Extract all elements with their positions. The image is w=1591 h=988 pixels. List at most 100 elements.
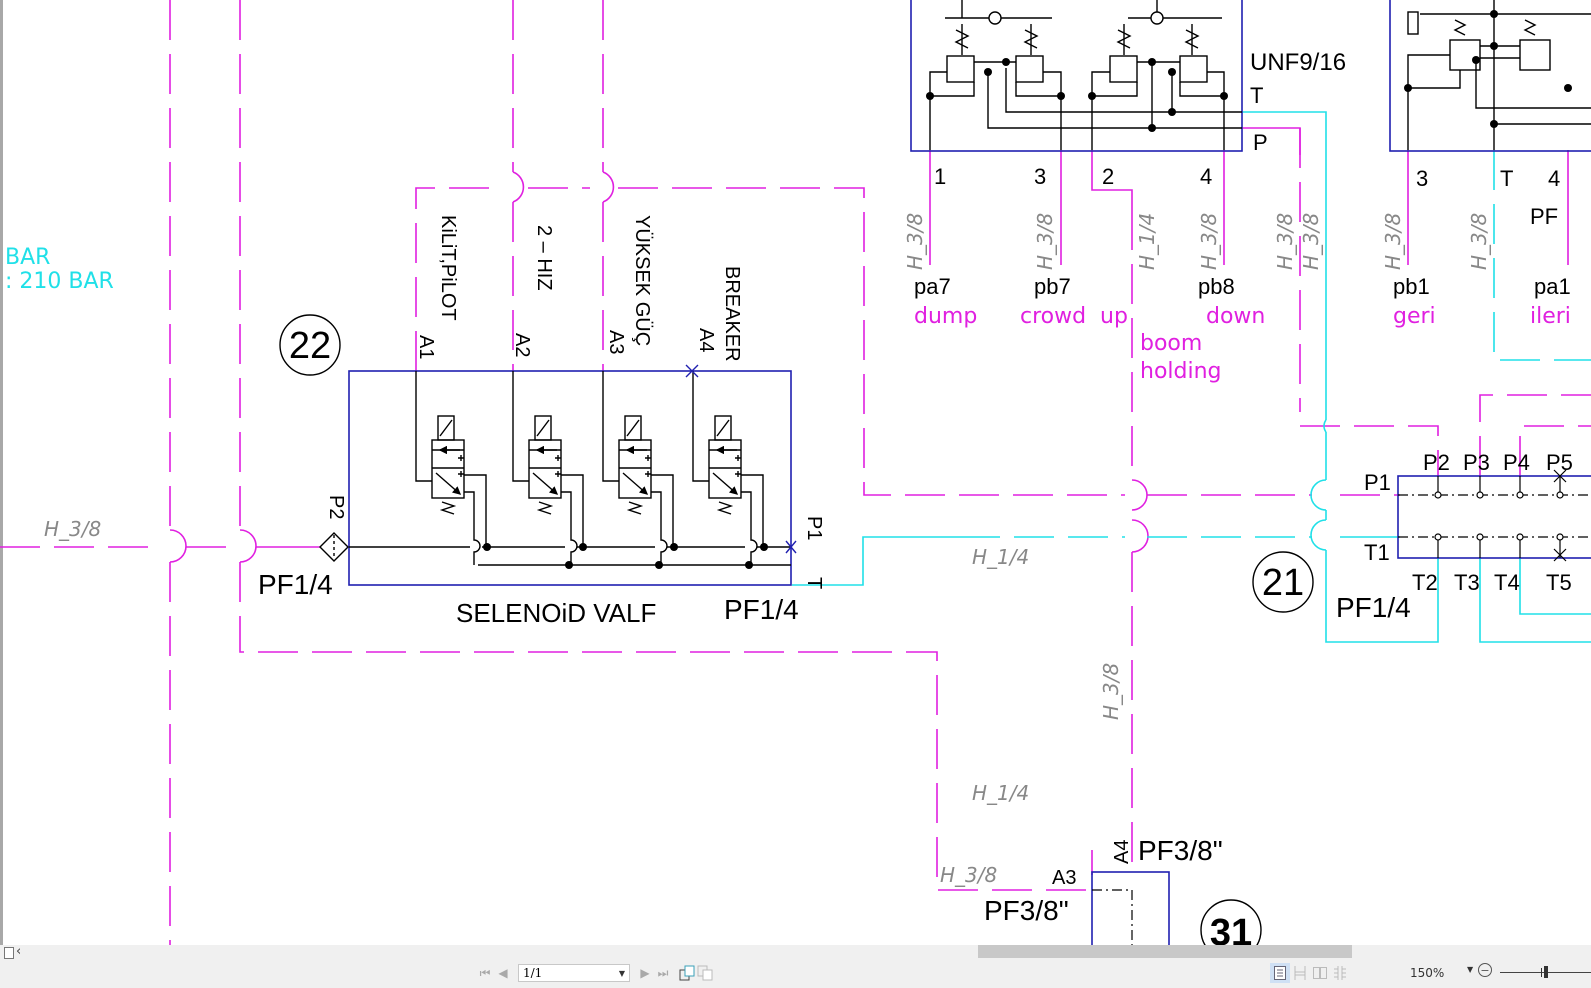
insert-page-button[interactable]	[678, 963, 696, 983]
balloon-21-label: 21	[1262, 562, 1304, 604]
joystick-thread: UNF9/16	[1250, 49, 1346, 76]
valve-symbol-part	[741, 474, 764, 547]
manifold-thread: PF1/4	[1336, 592, 1411, 623]
solenoid-galleries	[349, 364, 797, 566]
manifold-port-t5: T5	[1546, 570, 1572, 595]
next-page-button[interactable]: ▶	[636, 963, 654, 983]
pressure-note-1: BAR	[5, 245, 50, 270]
zoom-level[interactable]: 150%	[1410, 966, 1445, 980]
continuous-view-button[interactable]	[1290, 963, 1310, 983]
manifold-port-p2: P2	[1423, 450, 1450, 475]
output-a3-function: YÜKSEK GÜÇ	[631, 215, 653, 346]
continuous-page-icon	[1294, 966, 1306, 980]
valve-symbol-part	[709, 449, 741, 469]
pilot-code-pb8: pb8	[1198, 274, 1235, 299]
valve-symbol-part	[528, 439, 562, 499]
pilot-line-p3	[1479, 394, 1591, 476]
hose-label: H_3/8	[1033, 213, 1057, 270]
valve-symbol-part	[439, 501, 457, 515]
valve-symbol-part	[622, 472, 649, 495]
two-page-continuous-icon	[1334, 966, 1346, 980]
hose-label: H_3/8	[44, 517, 101, 541]
manifold-galleries	[1092, 494, 1591, 945]
balloon-21	[1252, 551, 1314, 613]
first-page-icon: ⏮	[479, 965, 491, 980]
component-boxes	[348, 0, 1591, 945]
extract-page-icon	[697, 965, 713, 981]
hose-label: H_3/8	[1381, 213, 1405, 270]
previous-page-button[interactable]: ◀	[494, 963, 512, 983]
solenoid-thread-left: PF1/4	[258, 569, 333, 600]
valve-symbol-part	[439, 419, 453, 437]
zoom-dropdown-icon[interactable]: ▼	[1467, 965, 1474, 974]
pilot-function-geri: geri	[1393, 304, 1436, 329]
lower-thread-top: PF3/8"	[1138, 835, 1223, 866]
page-number-field[interactable]: 1/1 ▼	[518, 964, 630, 982]
hose-label: H_3/8	[903, 213, 927, 270]
two-page-icon	[1313, 967, 1327, 979]
horizontal-scrollbar[interactable]: ‹	[0, 944, 1591, 959]
panel-toggle-icon[interactable]	[4, 947, 14, 959]
solenoid-port-t: T	[803, 577, 825, 589]
valve-symbol-part	[536, 419, 550, 437]
output-a2-port: A2	[511, 333, 533, 357]
balloon-31	[1200, 899, 1262, 945]
single-page-view-button[interactable]	[1270, 963, 1290, 983]
lower-port-a3: A3	[1052, 867, 1076, 889]
insert-page-icon	[679, 965, 695, 981]
previous-page-icon: ◀	[498, 966, 508, 980]
lower-port-a4: A4	[1111, 840, 1133, 864]
two-page-continuous-button[interactable]	[1330, 963, 1350, 983]
tank-line-t3	[1479, 558, 1591, 643]
first-page-button[interactable]: ⏮	[476, 963, 494, 983]
manifold-port-t4: T4	[1494, 570, 1520, 595]
filter-symbol	[319, 532, 349, 562]
hose-label: H_3/8	[1467, 213, 1491, 270]
pilot-function-ileri: ileri	[1530, 304, 1571, 329]
tank-line-t4	[1519, 558, 1591, 615]
page-number-value: 1/1	[523, 966, 543, 980]
valve-symbol-part	[464, 491, 481, 565]
manifold-port-p1: P1	[1364, 470, 1391, 495]
pressure-note-2: : 210 BAR	[5, 269, 114, 294]
valve-symbol-part	[651, 491, 668, 565]
drawing-canvas[interactable]: BAR : 210 BAR 22 21 31 KiLiT,PiLOT 2 – H…	[0, 0, 1591, 945]
manifold-box	[1397, 475, 1591, 559]
valve-symbol-part	[561, 474, 584, 547]
solenoid-thread-right: PF1/4	[724, 594, 799, 625]
output-a2-function: 2 – HIZ	[533, 225, 555, 291]
zoom-out-button[interactable]: −	[1478, 963, 1492, 977]
pilot-function-dump: dump	[914, 304, 977, 329]
solenoid-port-p1: P1	[803, 516, 825, 540]
pilot-lines	[0, 0, 1591, 945]
valve-symbol-part	[536, 501, 554, 515]
last-page-button[interactable]: ⏭	[654, 963, 672, 983]
valve-symbol-part	[651, 474, 674, 547]
lower-block-box	[1091, 871, 1170, 945]
scroll-left-arrow-icon[interactable]: ‹	[16, 944, 22, 959]
single-page-icon	[1274, 966, 1286, 980]
solenoid-junctions	[483, 543, 768, 569]
solenoid-valve-a2	[512, 371, 584, 565]
valve-symbol-part	[512, 371, 529, 482]
solenoid-valve-symbols	[415, 371, 764, 565]
last-page-icon: ⏭	[657, 965, 669, 980]
pilot-line-box	[415, 187, 1125, 496]
valve-symbol-part	[626, 419, 640, 437]
horizontal-scrollbar-thumb[interactable]	[978, 945, 1352, 958]
tank-line-sol	[792, 536, 960, 586]
manifold-port-p5: P5	[1546, 450, 1573, 475]
manifold-port-t2: T2	[1412, 570, 1438, 595]
zoom-slider-thumb[interactable]	[1543, 966, 1548, 978]
pilot-line-p4	[1519, 425, 1591, 476]
travel-port-t: T	[1500, 166, 1513, 191]
extract-page-button[interactable]	[696, 963, 714, 983]
valve-symbol-part	[415, 371, 432, 482]
valve-symbol-part	[708, 439, 742, 499]
left-panel-edge	[0, 0, 3, 945]
page-dropdown-icon[interactable]: ▼	[618, 968, 625, 978]
two-page-view-button[interactable]	[1310, 963, 1330, 983]
pilot-function-down: down	[1206, 304, 1265, 329]
balloon-31-label: 31	[1210, 912, 1252, 945]
zoom-slider-default-tick	[1541, 968, 1542, 977]
